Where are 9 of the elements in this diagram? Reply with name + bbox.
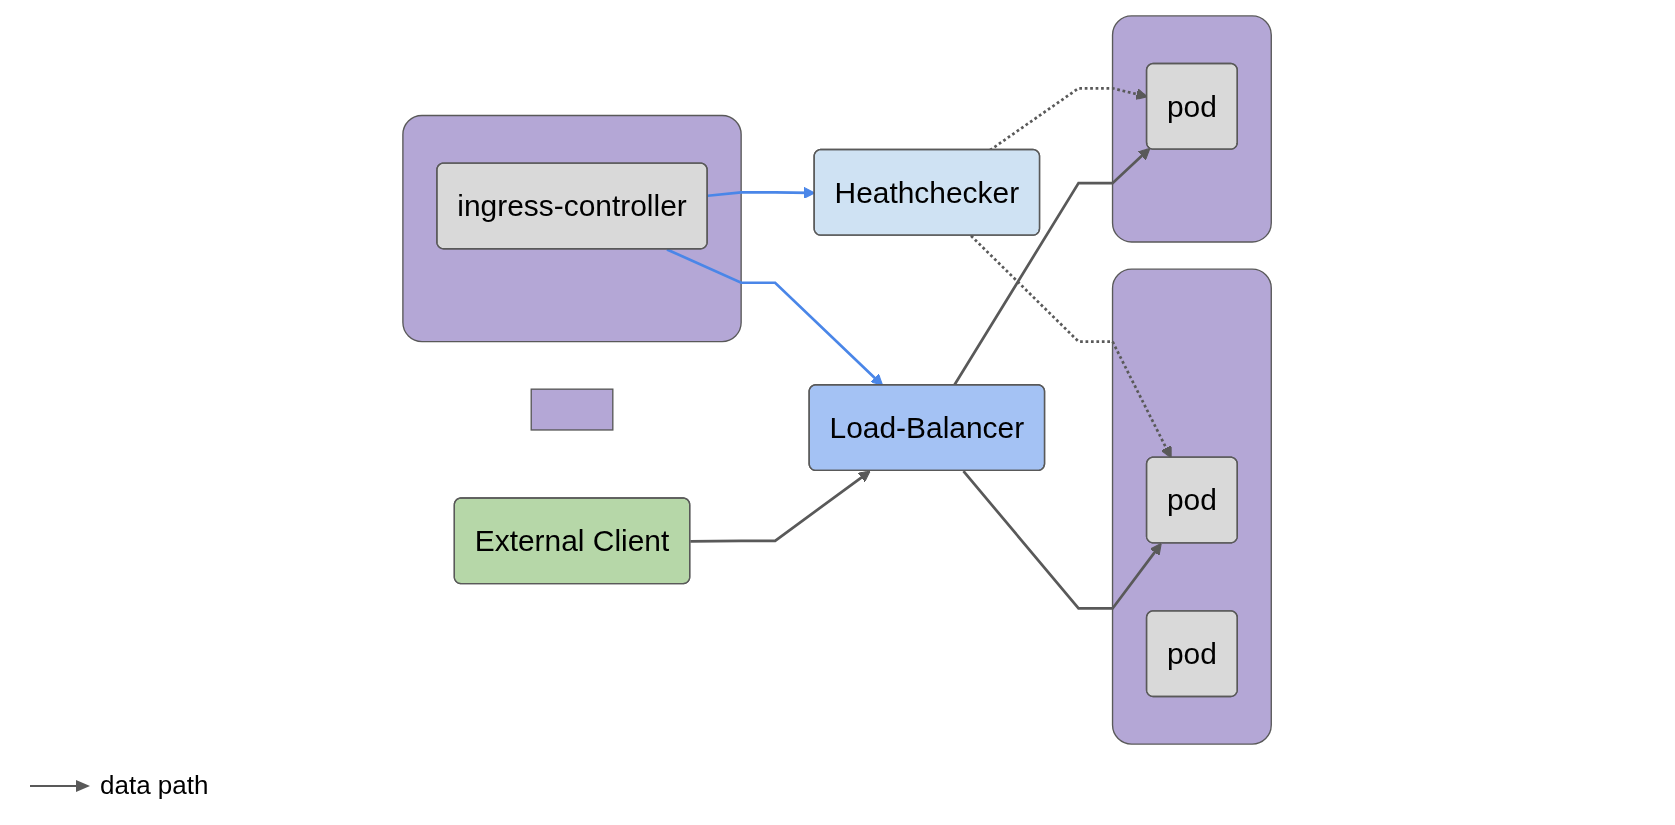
cluster — [402, 114, 743, 343]
arrow — [962, 470, 1163, 610]
arrow — [666, 248, 884, 386]
node-box — [530, 388, 614, 431]
arrow — [690, 470, 872, 543]
legend-text: data path — [100, 770, 209, 801]
cluster — [1112, 15, 1273, 243]
arrow — [970, 234, 1173, 459]
cluster — [1112, 268, 1273, 745]
